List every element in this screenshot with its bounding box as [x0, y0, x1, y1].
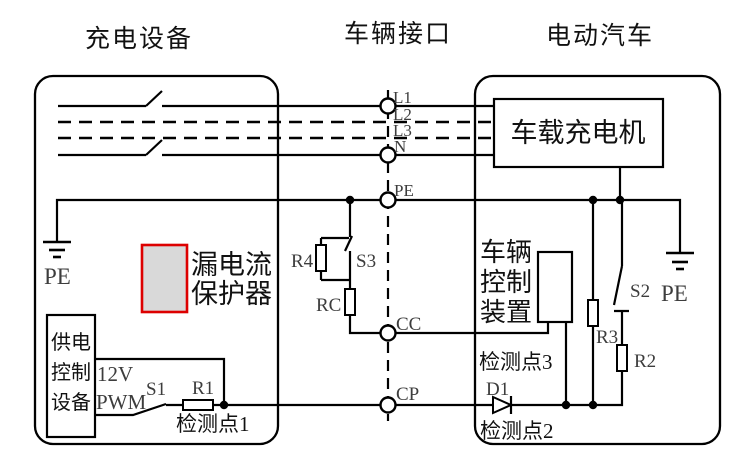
control-device-label-line2: 控制	[480, 268, 532, 297]
cp-wire-right	[511, 371, 624, 407]
ac-power-lines	[58, 90, 494, 157]
s3-switch-wire	[344, 200, 353, 280]
leakage-current-protector: 漏电流 保护器	[140, 243, 272, 314]
supply-box-label-line2: 控制	[51, 361, 91, 384]
detection-point1-label: 检测点1	[176, 412, 250, 436]
vehicle-interface-connector: L1 L2 L3 N PE CC CP	[379, 88, 421, 421]
leakage-protector-label-line2: 保护器	[191, 279, 272, 309]
s2-label: S2	[630, 281, 650, 302]
junction-dot	[345, 195, 355, 205]
l1-contact	[379, 97, 397, 115]
junction-dot-detection-point2	[561, 400, 571, 410]
pe-bus	[55, 167, 682, 253]
rc-wires	[348, 280, 380, 335]
r3-label: R3	[596, 327, 618, 348]
ground-symbol-left: PE	[43, 240, 71, 289]
supply-box-label-line3: 设备	[51, 391, 91, 414]
cp-pin-label: CP	[396, 384, 419, 405]
r2-resistor	[616, 344, 628, 372]
pe-wire	[55, 198, 682, 253]
control-device-label-line1: 车辆	[480, 238, 532, 267]
r3-resistor	[587, 299, 599, 327]
junction-dot	[615, 195, 625, 205]
junction-dot	[588, 195, 598, 205]
l2-pin-label: L2	[393, 105, 412, 124]
s2-r2-branch: S2 R2	[612, 200, 656, 372]
r4-parallel-wires	[319, 236, 350, 282]
detection-point2-label: 检测点2	[480, 419, 554, 443]
electric-vehicle-title: 电动汽车	[546, 22, 654, 50]
column-headers: 充电设备 车辆接口 电动汽车	[85, 20, 654, 53]
pe-contact	[379, 191, 397, 209]
s3-label: S3	[356, 251, 376, 272]
supply-control-device-box	[45, 313, 97, 439]
cp-contact	[379, 396, 397, 414]
l3-pin-label: L3	[393, 121, 412, 140]
electric-vehicle-region-outline	[473, 74, 722, 446]
r1-label: R1	[192, 378, 214, 399]
leakage-protector-label-line1: 漏电流	[191, 250, 272, 280]
d1-diode-triangle	[492, 395, 514, 415]
charging-equipment-region-outline	[33, 74, 280, 446]
s2-switch-wire	[612, 200, 629, 345]
pe-pin-label: PE	[394, 181, 414, 200]
junction-dot-detection-point1	[219, 400, 229, 410]
cc-contact	[379, 324, 397, 342]
s1-switch-wire	[95, 402, 183, 417]
d1-label: D1	[486, 379, 509, 400]
d1-diode: D1	[396, 371, 624, 415]
onboard-charger: 车载充电机	[492, 97, 665, 169]
supply-control-circuit: 供电 控制 设备 12V PWM S1 R1 检测点1	[45, 313, 380, 439]
onboard-charger-box	[492, 97, 665, 169]
vehicle-control-device-box	[536, 250, 574, 324]
s1-label: S1	[146, 379, 166, 400]
r4-resistor	[315, 244, 327, 272]
cc-wire-right	[396, 322, 550, 335]
r4-s3-rc-branch: R4 S3 RC	[291, 200, 380, 335]
n-contact	[379, 146, 397, 164]
pwm-label-line1: 12V	[97, 362, 133, 386]
junction-dots	[219, 195, 625, 410]
control-device-label-line3: 装置	[480, 298, 532, 327]
leakage-protector-box	[140, 243, 189, 314]
r2-label: R2	[634, 351, 656, 372]
charging-equipment-title: 充电设备	[85, 25, 193, 53]
l1-pin-label: L1	[393, 88, 412, 107]
pwm-upper-wire	[95, 357, 226, 405]
rc-resistor	[344, 288, 356, 316]
onboard-charger-label: 车载充电机	[511, 118, 646, 148]
pe-ground-label-left: PE	[44, 264, 71, 289]
pwm-label-line2: PWM	[96, 390, 147, 414]
supply-box-label-line1: 供电	[51, 331, 91, 354]
r1-resistor	[182, 399, 214, 411]
detection-point3-label: 检测点3	[479, 350, 553, 374]
r4-label: R4	[291, 251, 314, 272]
ground-symbol-right: PE	[661, 251, 694, 306]
cc-pin-label: CC	[396, 314, 421, 335]
pe-ground-label-right: PE	[661, 281, 688, 306]
r3-branch: R3	[587, 200, 618, 405]
n-line-with-switch	[58, 139, 494, 157]
vehicle-control-device: 车辆 控制 装置 检测点3 检测点2	[396, 238, 574, 443]
junction-dot	[588, 400, 598, 410]
rc-label: RC	[316, 295, 341, 316]
n-pin-label: N	[394, 137, 406, 156]
l1-line-with-switch	[58, 90, 494, 108]
vehicle-interface-title: 车辆接口	[344, 20, 452, 48]
